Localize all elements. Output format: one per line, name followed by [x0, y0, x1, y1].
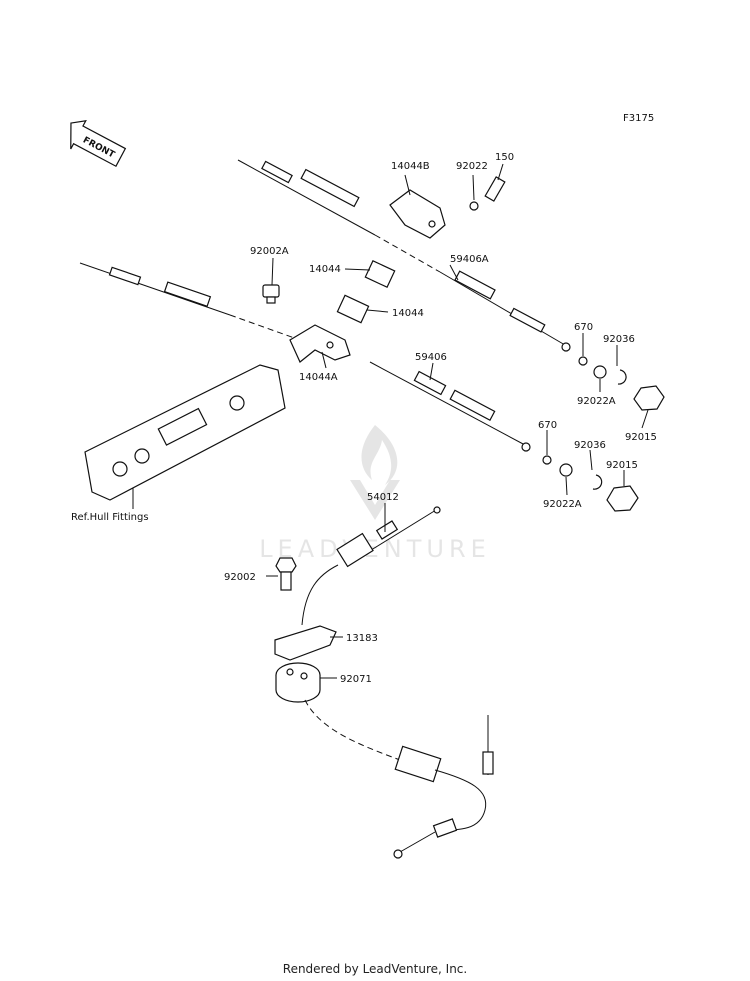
label-14044-lower: 14044 [392, 308, 424, 319]
nut-92015-lower [606, 485, 639, 512]
plate-13183 [274, 625, 337, 661]
label-14044A: 14044A [299, 372, 338, 383]
bracket-14044A [289, 324, 351, 363]
grommet-92071 [275, 662, 321, 703]
circlip-92036-upper [617, 369, 627, 385]
label-92002: 92002 [224, 572, 256, 583]
clamp-14044-lower [336, 294, 370, 324]
label-670-upper: 670 [574, 322, 593, 333]
o-ring-670-upper [578, 356, 588, 366]
label-92002A: 92002A [250, 246, 289, 257]
leader-lines [132, 163, 649, 679]
label-14044B: 14044B [391, 161, 430, 172]
lower-cable-assembly [304, 699, 494, 859]
label-54012: 54012 [367, 492, 399, 503]
front-arrow-icon: FRONT [70, 119, 127, 168]
clamp-14044-upper [364, 259, 396, 289]
label-13183: 13183 [346, 633, 378, 644]
diagram-code: F3175 [623, 113, 654, 124]
hull-fitting-plate [84, 364, 286, 501]
cable-59406 [79, 262, 531, 452]
o-ring-670-lower [542, 455, 552, 465]
bolt-92002A [262, 284, 280, 304]
circlip-92036-lower [592, 474, 603, 490]
label-92022A-lower: 92022A [543, 499, 582, 510]
label-92036-lower: 92036 [574, 440, 606, 451]
bolt-92002 [275, 557, 297, 591]
label-150: 150 [495, 152, 514, 163]
label-92071: 92071 [340, 674, 372, 685]
choke-cable-54012 [301, 506, 441, 626]
label-92015-upper: 92015 [625, 432, 657, 443]
label-59406: 59406 [415, 352, 447, 363]
label-92015-lower: 92015 [606, 460, 638, 471]
label-670-lower: 670 [538, 420, 557, 431]
washer-92022A-lower [559, 463, 573, 477]
nut-92015-upper [633, 385, 665, 411]
watermark-text: LEADVENTURE [259, 535, 491, 563]
footer-credit: Rendered by LeadVenture, Inc. [282, 962, 468, 976]
label-14044-upper: 14044 [309, 264, 341, 275]
washer-92022A-upper [593, 365, 607, 379]
bracket-14044B [389, 189, 446, 239]
washer-92022 [469, 201, 479, 211]
label-ref-hull-fittings: Ref.Hull Fittings [71, 512, 149, 523]
label-92022: 92022 [456, 161, 488, 172]
label-92036-upper: 92036 [603, 334, 635, 345]
cable-59406A [237, 159, 571, 352]
bolt-150 [484, 176, 506, 202]
label-92022A-upper: 92022A [577, 396, 616, 407]
label-59406A: 59406A [450, 254, 489, 265]
